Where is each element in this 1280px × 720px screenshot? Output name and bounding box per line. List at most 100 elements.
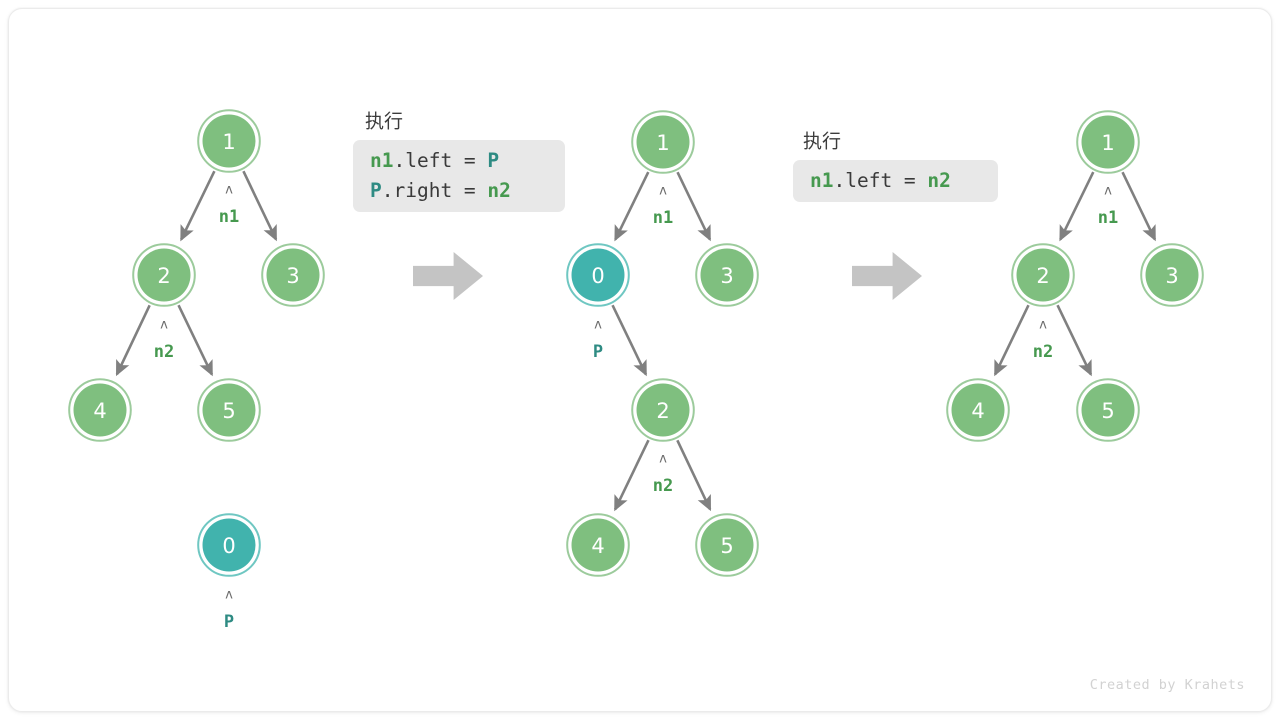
tree-node[interactable]: 2 — [1011, 243, 1075, 307]
node-outer-ring — [197, 513, 261, 577]
node-value: 2 — [157, 264, 170, 288]
caret-icon: ʌ — [1104, 184, 1112, 199]
tree-node[interactable]: 5 — [695, 513, 759, 577]
node-value: 4 — [93, 399, 106, 423]
caret-icon: ʌ — [659, 452, 667, 467]
node-circle — [700, 248, 754, 302]
node-value: 3 — [720, 264, 733, 288]
caret-icon: ʌ — [160, 318, 168, 333]
pointer-label-P: ʌP — [224, 588, 234, 633]
tree-node[interactable]: 2 — [631, 378, 695, 442]
node-circle — [636, 115, 690, 169]
node-circle — [202, 114, 256, 168]
step-arrow-icon — [413, 252, 483, 300]
tree-edge — [1121, 171, 1157, 242]
node-outer-ring — [1076, 110, 1140, 174]
node-outer-ring — [132, 243, 196, 307]
node-value: 2 — [1036, 264, 1049, 288]
node-outer-ring — [197, 109, 261, 173]
tree-node[interactable]: 2 — [132, 243, 196, 307]
node-circle — [1081, 383, 1135, 437]
node-value: 1 — [222, 130, 235, 154]
pointer-label-n1: ʌ n1 — [653, 184, 673, 229]
code-line-1-1: n1.left = P — [370, 149, 499, 172]
tree-node[interactable]: 4 — [68, 378, 132, 442]
node-circle — [202, 518, 256, 572]
tree-edges — [993, 171, 1157, 377]
tree-node[interactable]: 1 — [197, 109, 261, 173]
tree-edges — [611, 171, 712, 512]
tree-node[interactable]: 1 — [1076, 110, 1140, 174]
pointer-name: n2 — [1033, 342, 1053, 362]
tree-node[interactable]: 5 — [1076, 378, 1140, 442]
node-circle — [571, 518, 625, 572]
tree-node[interactable]: 1 — [631, 110, 695, 174]
node-outer-ring — [566, 513, 630, 577]
tree-node[interactable]: 0 — [197, 513, 261, 577]
caret-icon: ʌ — [225, 183, 233, 198]
node-outer-ring — [631, 378, 695, 442]
node-outer-ring — [631, 110, 695, 174]
tree-node[interactable]: 4 — [566, 513, 630, 577]
pointer-name: n1 — [653, 208, 673, 228]
tree-edge — [993, 304, 1030, 377]
node-outer-ring — [261, 243, 325, 307]
caret-icon: ʌ — [659, 184, 667, 199]
node-value: 2 — [656, 399, 669, 423]
code-token-teal: P — [487, 149, 499, 172]
tree-node[interactable]: 3 — [695, 243, 759, 307]
tree-node[interactable]: 4 — [946, 378, 1010, 442]
node-value: 1 — [656, 131, 669, 155]
tree-edge — [613, 439, 650, 512]
node-circle — [1081, 115, 1135, 169]
node-outer-ring — [1076, 378, 1140, 442]
node-outer-ring — [695, 243, 759, 307]
node-circle — [636, 383, 690, 437]
node-outer-ring — [68, 378, 132, 442]
node-circle — [73, 383, 127, 437]
pointer-name: n2 — [154, 342, 174, 362]
node-value: 1 — [1101, 131, 1114, 155]
tree-node[interactable]: 0 — [566, 243, 630, 307]
tree-edge — [177, 304, 214, 377]
node-outer-ring — [1140, 243, 1204, 307]
node-outer-ring — [566, 243, 630, 307]
tree-node[interactable]: 5 — [197, 378, 261, 442]
tree-edge — [676, 171, 712, 242]
code-token-green: n2 — [927, 169, 950, 192]
pointer-name: P — [593, 342, 603, 362]
pointer-label-n1: ʌ n1 — [219, 183, 239, 228]
node-value: 3 — [1165, 264, 1178, 288]
tree-edge — [676, 439, 712, 512]
tree-edge — [180, 170, 216, 242]
tree-edges — [115, 170, 278, 377]
step-arrow-icon — [852, 252, 922, 300]
code-token-green: n2 — [487, 179, 510, 202]
pointer-label-n2: ʌ n2 — [154, 318, 174, 363]
node-value: 4 — [591, 534, 604, 558]
tree-node[interactable]: 3 — [1140, 243, 1204, 307]
node-circle — [700, 518, 754, 572]
code-token-green: n1 — [810, 169, 833, 192]
node-value: 5 — [1101, 399, 1114, 423]
node-value: 5 — [222, 399, 235, 423]
node-value: 0 — [222, 534, 235, 558]
tree-edge — [614, 171, 650, 242]
caret-icon: ʌ — [1039, 318, 1047, 333]
node-circle — [951, 383, 1005, 437]
pointer-name: n1 — [219, 207, 239, 227]
pointer-label-n1: ʌn1 — [1098, 184, 1118, 229]
node-outer-ring — [197, 378, 261, 442]
code-box — [793, 160, 998, 202]
node-circle — [1145, 248, 1199, 302]
tree-node[interactable]: 3 — [261, 243, 325, 307]
node-circle — [266, 248, 320, 302]
node-circle — [202, 383, 256, 437]
tree-edge — [611, 304, 648, 377]
